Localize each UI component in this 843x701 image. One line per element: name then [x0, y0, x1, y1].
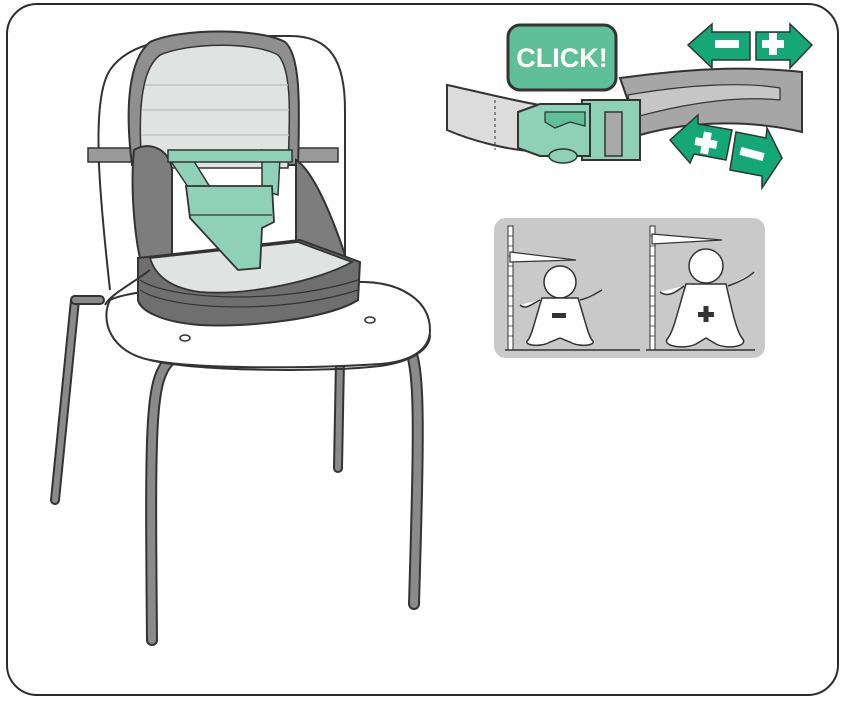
- chair-seat-screw-right: [365, 317, 375, 323]
- ruler-left: [508, 226, 513, 350]
- click-label: CLICK!: [516, 43, 607, 73]
- buckle-latch: [549, 149, 577, 163]
- minus-sign: [715, 40, 739, 48]
- buckle-slot: [605, 112, 622, 156]
- chair-seat-screw-left: [180, 335, 190, 341]
- minus-mark: [552, 313, 566, 318]
- plus-sign-v: [769, 33, 777, 55]
- plus-mark-v: [704, 306, 709, 322]
- click-badge: CLICK!: [508, 25, 616, 90]
- baby-big-head: [689, 249, 723, 283]
- height-ruler-panel: [494, 218, 765, 358]
- ruler-right: [650, 226, 655, 350]
- baby-small-head: [544, 266, 576, 298]
- chair-back-leg-right-inner: [338, 360, 340, 468]
- harness-strap-top: [168, 150, 292, 162]
